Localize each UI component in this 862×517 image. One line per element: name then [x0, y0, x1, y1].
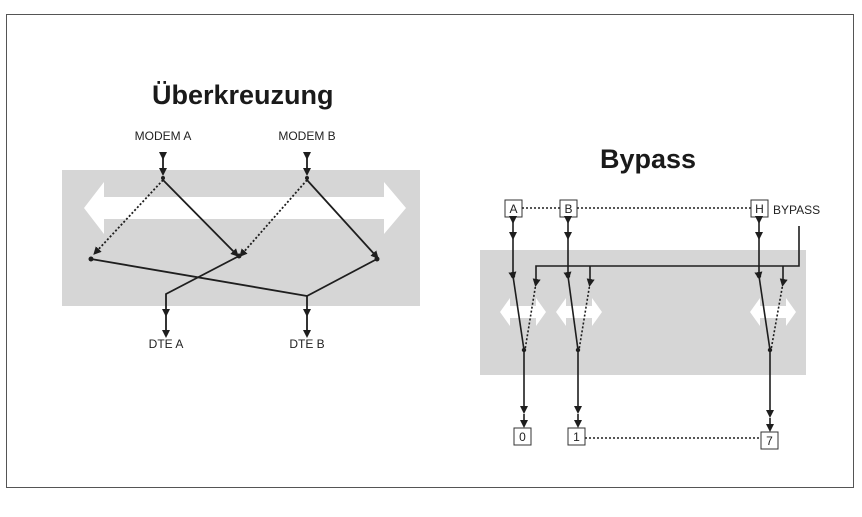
crossover-diagram: Überkreuzung MODEM A MODEM B DTE A DTE B [62, 80, 420, 351]
bypass-line [535, 226, 800, 283]
box-a-label: A [509, 202, 517, 216]
modem-b-dotted-path [239, 179, 308, 258]
cross-wire-2 [306, 258, 378, 297]
port-box-7 [760, 431, 779, 450]
box-h-label: H [755, 202, 764, 216]
bypass-bidirectional-arrows [500, 298, 796, 326]
dte-b-label: DTE B [289, 337, 324, 351]
port-a-bypass-switch [524, 278, 541, 351]
port-b-switch [563, 271, 579, 351]
modem-b-label: MODEM B [278, 129, 335, 143]
port-h-switch [754, 271, 771, 351]
bidirectional-arrow-icon [750, 298, 796, 326]
port-box-0 [513, 427, 532, 446]
modem-a-dotted-path [93, 179, 164, 255]
box-b-label: B [564, 202, 572, 216]
box-7-label: 7 [766, 434, 773, 448]
modem-a-label: MODEM A [135, 129, 192, 143]
bypass-label: BYPASS [773, 203, 820, 217]
cross-wire-3 [165, 255, 240, 313]
bidirectional-arrow-icon [556, 298, 602, 326]
bypass-diagram: Bypass A B H BYPASS 0 1 7 [480, 144, 820, 450]
port-h-bypass-switch [770, 278, 788, 351]
port-a-switch [508, 271, 525, 351]
bypass-title: Bypass [600, 144, 696, 174]
box-1-label: 1 [573, 430, 580, 444]
figure-frame [6, 14, 854, 488]
port-b-bypass-switch [578, 278, 595, 351]
bidirectional-arrow-icon [84, 182, 406, 234]
crossover-title: Überkreuzung [152, 80, 334, 110]
modem-a-solid-path [162, 179, 239, 257]
dte-a-label: DTE A [149, 337, 184, 351]
box-0-label: 0 [519, 430, 526, 444]
bidirectional-arrow-icon [500, 298, 546, 326]
modem-b-solid-path [306, 179, 379, 259]
port-box-1 [567, 427, 586, 446]
